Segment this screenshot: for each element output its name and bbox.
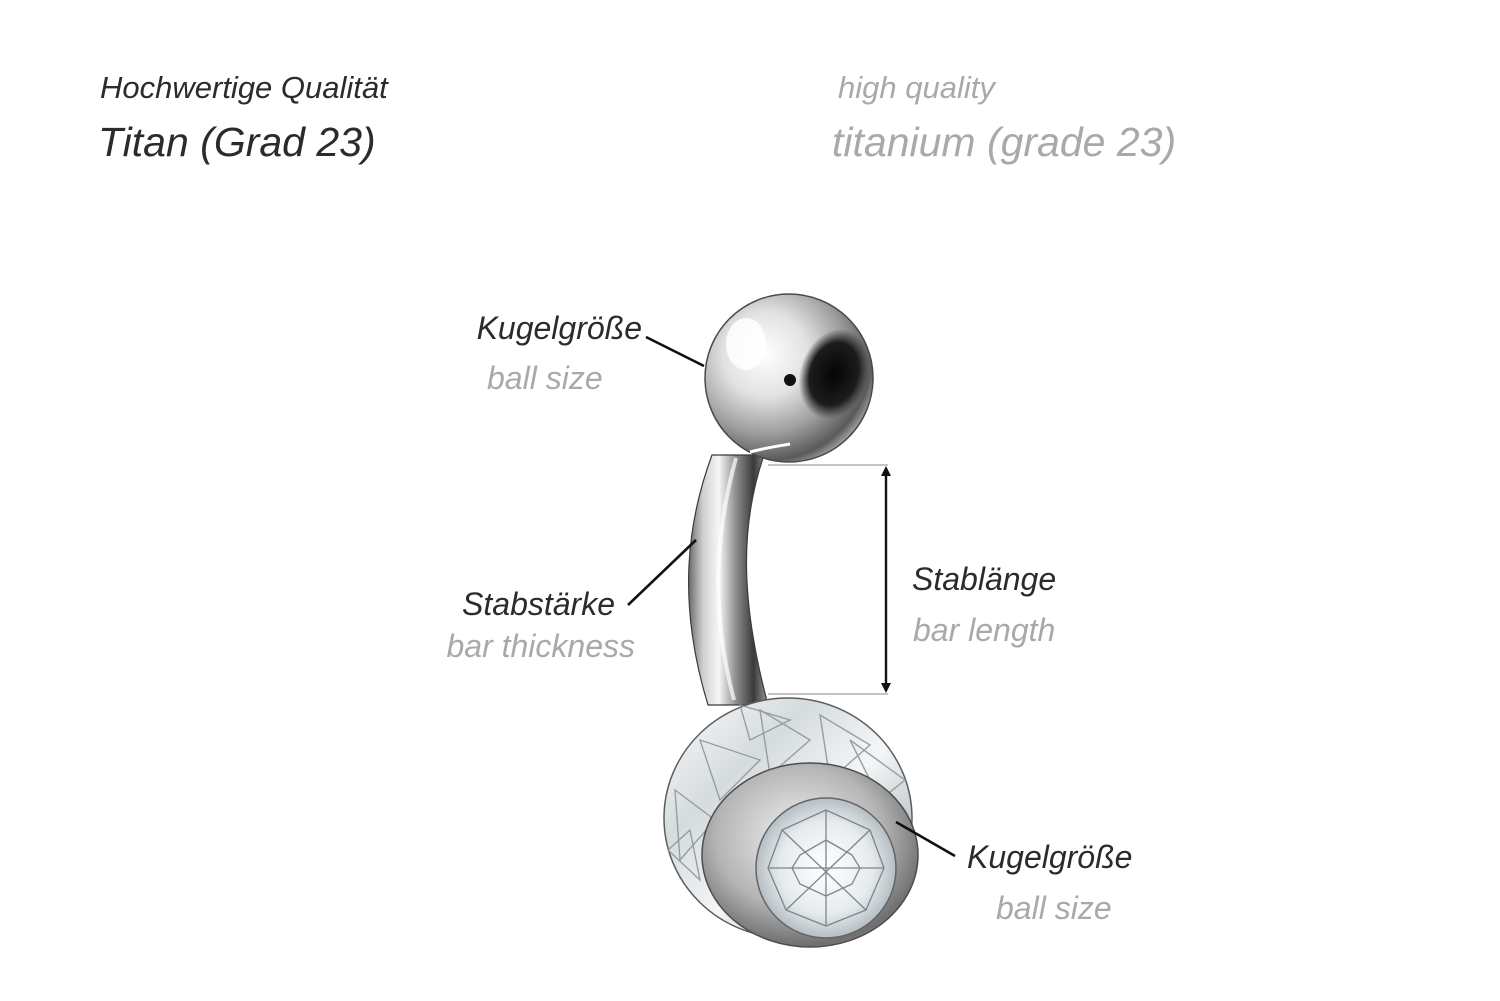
bar-length-dimension	[768, 464, 891, 695]
leader-line-bar-thickness	[627, 539, 697, 606]
leader-line-bottom-ball	[895, 820, 956, 858]
label-top-ball-en: ball size	[487, 360, 603, 396]
label-top-ball-de: Kugelgröße	[476, 310, 642, 346]
label-bar-length-en: bar length	[913, 612, 1056, 648]
bottom-crystal-ball	[663, 697, 919, 948]
header-material-de: Titan (Grad 23)	[98, 119, 376, 165]
label-bar-length-de: Stablänge	[912, 561, 1057, 597]
curved-bar	[688, 454, 769, 706]
header-quality-en: high quality	[838, 70, 995, 105]
label-bottom-ball-en: ball size	[996, 890, 1112, 926]
header-material-en: titanium (grade 23)	[832, 119, 1177, 165]
label-bar-thickness-en: bar thickness	[446, 628, 635, 664]
label-bar-thickness-de: Stabstärke	[462, 586, 615, 622]
header-quality-de: Hochwertige Qualität	[100, 70, 388, 105]
top-ball	[704, 293, 874, 463]
leader-line-top-ball	[645, 335, 705, 368]
label-bottom-ball-de: Kugelgröße	[967, 839, 1133, 875]
